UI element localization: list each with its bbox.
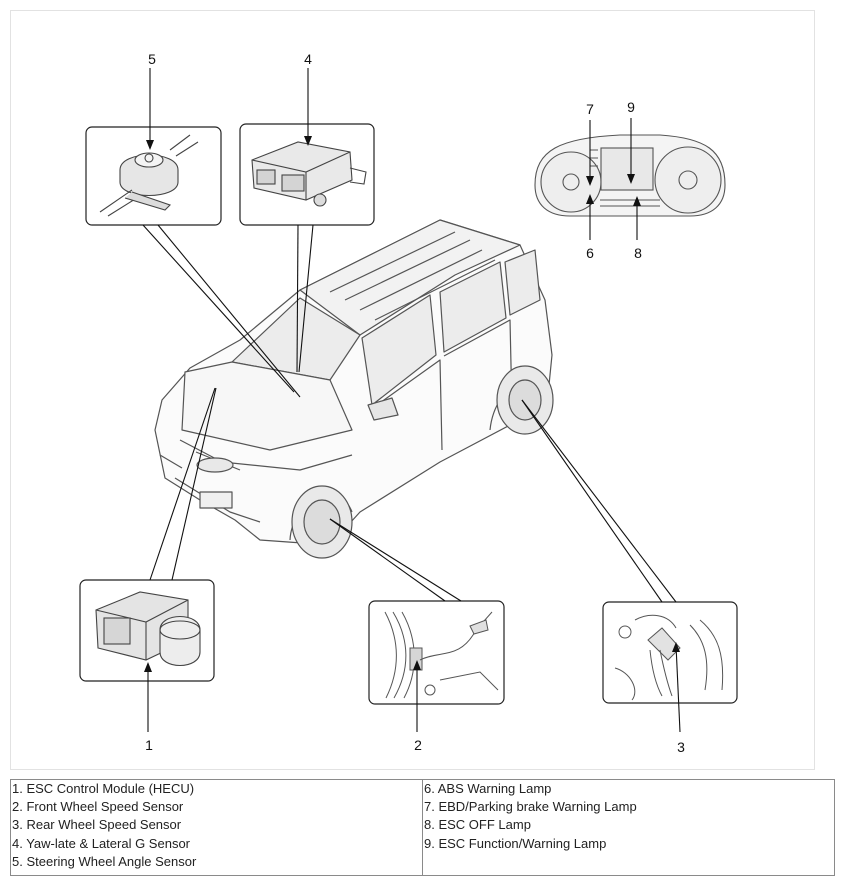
legend-item-2: 2. Front Wheel Speed Sensor [12, 799, 184, 815]
callout-4: 4 [304, 51, 312, 67]
callout-2: 2 [414, 737, 422, 753]
callout-3: 3 [677, 739, 685, 755]
callout-6: 6 [586, 245, 594, 261]
legend-item-1: 1. ESC Control Module (HECU) [12, 781, 195, 796]
steering-angle-sensor-inset [85, 126, 222, 226]
diagram-frame [10, 10, 815, 770]
yaw-rate-sensor-inset [239, 123, 375, 226]
legend-item-7: 7. EBD/Parking brake Warning Lamp [424, 799, 637, 815]
rear-wheel-sensor-inset [602, 601, 738, 704]
legend-item-4: 4. Yaw-late & Lateral G Sensor [12, 835, 191, 851]
front-wheel-sensor-inset [368, 600, 505, 705]
legend-item-9: 9. ESC Function/Warning Lamp [424, 835, 607, 851]
callout-5: 5 [148, 51, 156, 67]
hecu-inset [79, 579, 215, 682]
callout-9: 9 [627, 99, 635, 115]
esc-component-diagram: 5 4 7 9 6 8 1 2 3 [79, 51, 738, 755]
legend-item-5: 5. Steering Wheel Angle Sensor [12, 853, 197, 869]
legend-item-8: 8. ESC OFF Lamp [424, 817, 531, 833]
callout-7: 7 [586, 101, 594, 117]
arrowheads [144, 136, 680, 672]
legend-right-column: 6. ABS Warning Lamp 7. EBD/Parking brake… [422, 779, 835, 876]
leader-lines [142, 68, 681, 733]
legend-table: 1. ESC Control Module (HECU) 2. Front Wh… [10, 779, 835, 876]
legend-left-column: 1. ESC Control Module (HECU) 2. Front Wh… [10, 779, 423, 876]
legend-item-6: 6. ABS Warning Lamp [424, 781, 552, 796]
callout-1: 1 [145, 737, 153, 753]
legend-item-3: 3. Rear Wheel Speed Sensor [12, 817, 182, 833]
instrument-cluster-illustration [534, 134, 726, 217]
callout-8: 8 [634, 245, 642, 261]
